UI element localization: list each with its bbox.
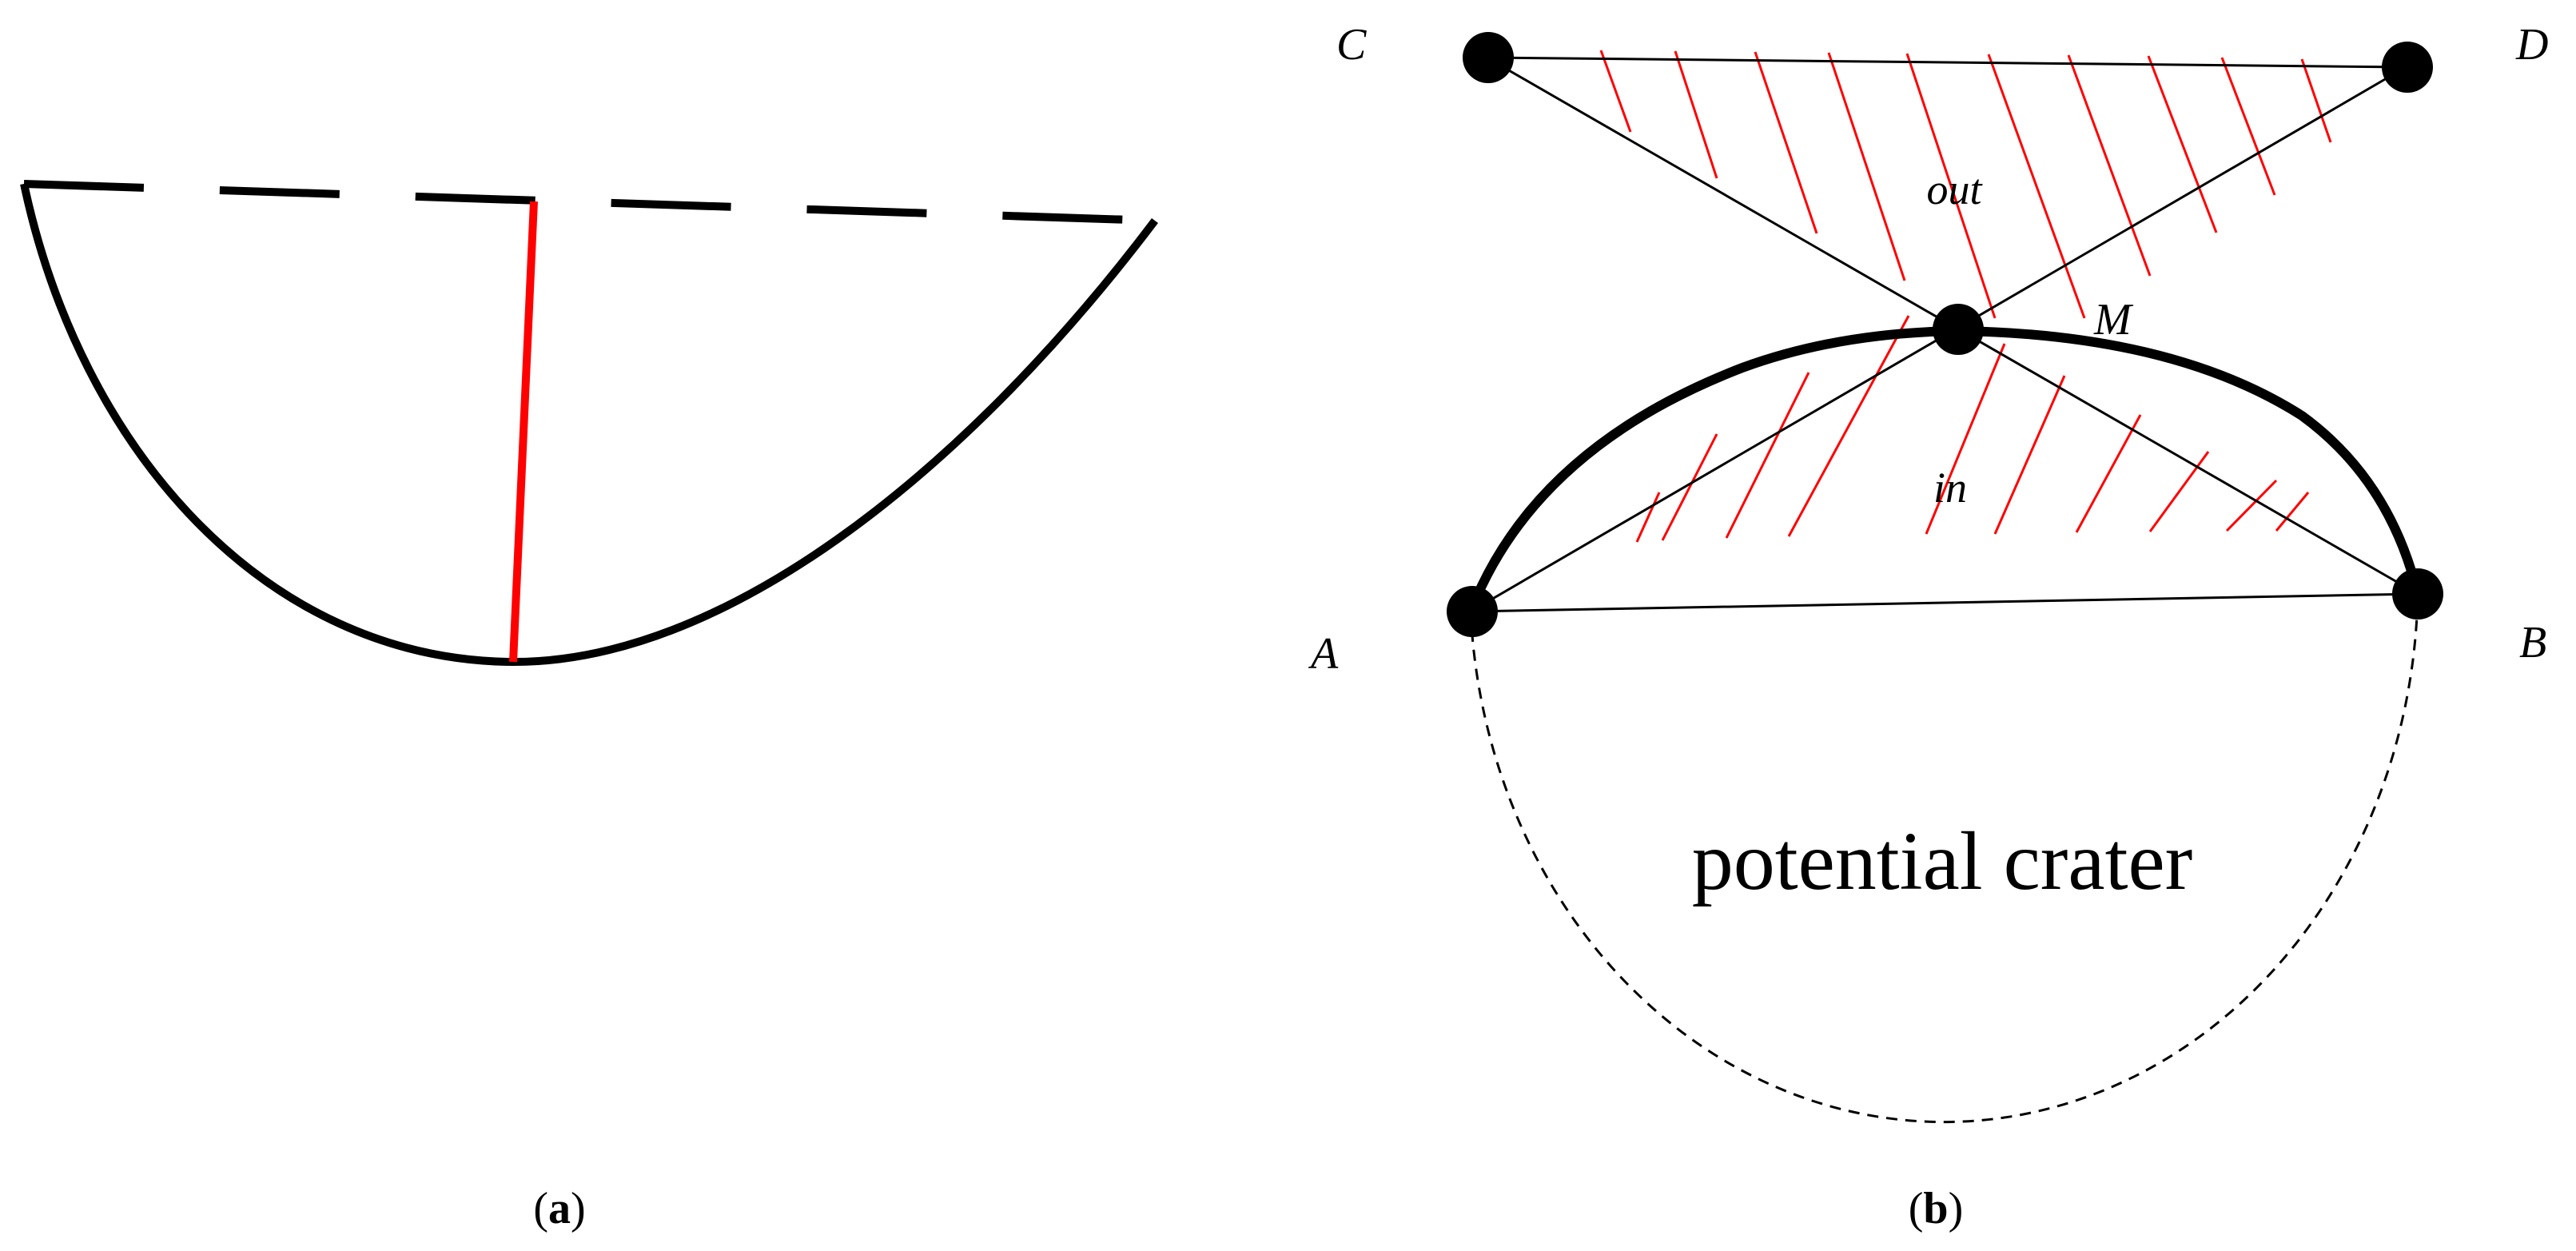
points [1447,32,2443,637]
out-region-hatching [1599,50,2332,319]
point-a-dot [1447,586,1498,637]
point-m-dot [1933,304,1984,355]
label-c: C [1336,20,1367,70]
label-b: B [2519,618,2546,667]
point-d-dot [2382,42,2433,93]
line-cd [1486,56,2407,69]
panel-a: (a) [20,180,1158,1233]
label-potential-crater: potential crater [1692,815,2193,907]
label-d: D [2515,20,2548,70]
potential-crater-circle [1469,593,2419,1123]
caption-b: (b) [1909,1184,1963,1233]
caption-a: (a) [533,1184,585,1233]
depth-line [509,201,538,663]
label-m: M [2093,295,2134,345]
in-region-hatching [1635,315,2310,543]
rim-dashed-line [23,180,1156,225]
point-b-dot [2392,568,2443,620]
point-c-dot [1463,32,1514,83]
label-out: out [1926,165,1983,213]
line-ab [1470,592,2419,613]
label-a: A [1308,629,1339,679]
panel-b: C D M A B out in potential crater (b) [1308,20,2548,1233]
label-in: in [1933,464,1967,512]
crater-profile-curve [20,182,1158,667]
